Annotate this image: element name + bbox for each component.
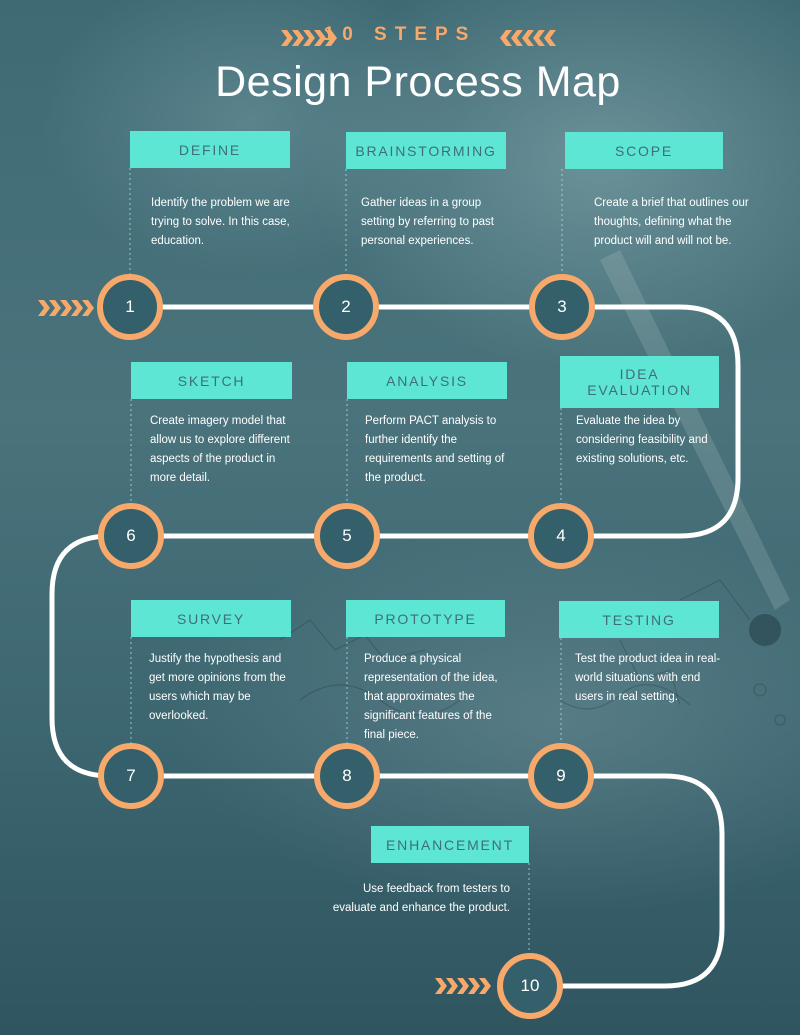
step-description-prototype: Produce a physical representation of the… — [364, 653, 498, 741]
step-label-analysis: ANALYSIS — [347, 362, 507, 399]
step-node-4: 4 — [528, 503, 594, 569]
chevron-arrows-icon — [38, 300, 94, 316]
step-node-1: 1 — [97, 274, 163, 340]
step-label-scope: SCOPE — [565, 132, 723, 169]
step-description-survey: Justify the hypothesis and get more opin… — [149, 653, 286, 722]
step-label-define: DEFINE — [130, 131, 290, 168]
step-description-enhancement: Use feedback from testers to evaluate an… — [332, 883, 510, 914]
step-label-idea-evaluation: IDEA EVALUATION — [560, 356, 719, 408]
chevron-arrows-icon — [500, 30, 556, 46]
step-node-8: 8 — [314, 743, 380, 809]
step-label-brainstorming: BRAINSTORMING — [346, 132, 506, 169]
step-description-brainstorming: Gather ideas in a group setting by refer… — [361, 197, 494, 247]
chevron-arrows-icon — [281, 30, 337, 46]
step-node-7: 7 — [98, 743, 164, 809]
step-description-sketch: Create imagery model that allow us to ex… — [150, 415, 290, 484]
page-title: Design Process Map — [215, 58, 621, 106]
step-node-5: 5 — [314, 503, 380, 569]
step-node-6: 6 — [98, 503, 164, 569]
step-label-survey: SURVEY — [131, 600, 291, 637]
step-description-testing: Test the product idea in real-world situ… — [575, 653, 721, 703]
step-description-analysis: Perform PACT analysis to further identif… — [365, 415, 505, 484]
step-label-sketch: SKETCH — [131, 362, 292, 399]
step-node-2: 2 — [313, 274, 379, 340]
header-kicker: 10 STEPS — [323, 24, 477, 45]
chevron-arrows-icon — [435, 978, 491, 994]
step-description-define: Identify the problem we are trying to so… — [151, 197, 290, 247]
step-label-enhancement: ENHANCEMENT — [371, 826, 529, 863]
step-label-testing: TESTING — [559, 601, 719, 638]
step-node-9: 9 — [528, 743, 594, 809]
step-label-prototype: PROTOTYPE — [346, 600, 505, 637]
step-description-idea-evaluation: Evaluate the idea by considering feasibi… — [576, 415, 708, 465]
step-node-3: 3 — [529, 274, 595, 340]
step-description-scope: Create a brief that outlines our thought… — [594, 197, 749, 247]
step-node-10: 10 — [497, 953, 563, 1019]
